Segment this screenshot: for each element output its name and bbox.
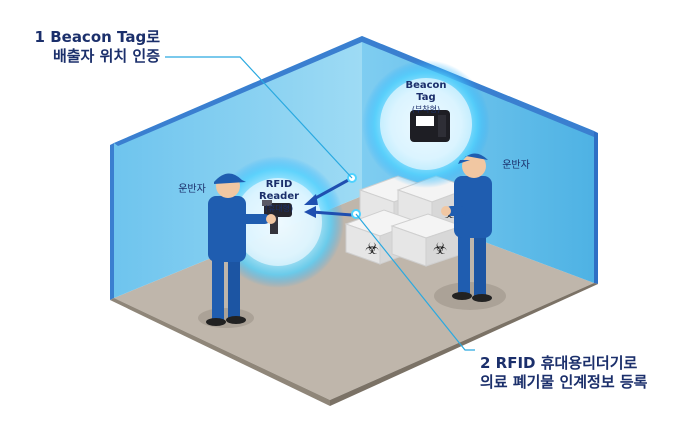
callout-rfid-registration: 2 RFID 휴대용리더기로 의료 폐기물 인계정보 등록 (480, 354, 685, 392)
worker-right-label: 운반자 (502, 160, 530, 171)
beacon-tag-bubble (362, 60, 490, 188)
beacon-tag-title: Beacon Tag (405, 80, 447, 103)
beacon-tag-label: Beacon Tag (부착형) (396, 80, 456, 116)
rfid-reader-label: RFID Reader (휴대형) (246, 179, 312, 215)
rfid-reader-device-icon (262, 200, 292, 234)
worker-right (441, 153, 492, 302)
svg-text:☣: ☣ (433, 239, 447, 258)
callout-leader-lines (165, 56, 475, 351)
right-wall-side (594, 131, 598, 284)
left-wall-edge (114, 36, 362, 146)
floor-front-edge-left (110, 298, 330, 406)
beacon-tag-device-icon (410, 110, 450, 142)
worker-left-label: 운반자 (178, 184, 206, 195)
waste-boxes: ☣ ☣ ☣ (344, 175, 472, 267)
callout-beacon-line2: 배출자 위치 인증 (52, 47, 160, 65)
worker-left (206, 173, 276, 326)
beacon-tag-subtitle: (부착형) (411, 105, 441, 114)
left-wall-side (110, 143, 114, 300)
floor-front-edge-right (330, 283, 598, 406)
callout-beacon-line1: 1 Beacon Tag로 (34, 28, 160, 46)
worker-left-shadow (198, 308, 254, 328)
left-wall (114, 36, 362, 298)
biohazard-box-icon: ☣ (390, 213, 464, 267)
callout-rfid-line2: 의료 폐기물 인계정보 등록 (480, 373, 648, 391)
rfid-reader-subtitle: (휴대형) (264, 204, 294, 213)
callout-beacon-location: 1 Beacon Tag로 배출자 위치 인증 (10, 28, 160, 66)
svg-text:☣: ☣ (365, 239, 379, 258)
rfid-reader-title: RFID Reader (258, 179, 300, 202)
callout-rfid-line1: 2 RFID 휴대용리더기로 (480, 354, 638, 372)
